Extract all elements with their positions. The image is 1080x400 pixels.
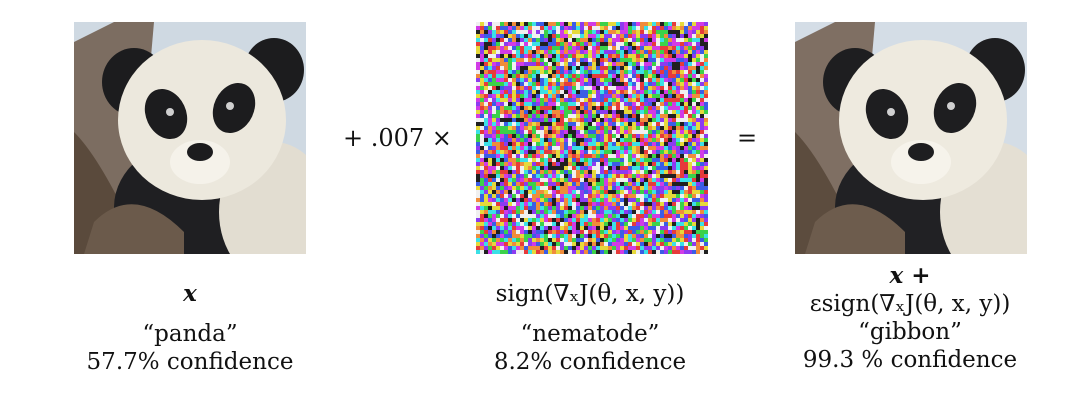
noise-perturbation-image (476, 22, 708, 254)
panda-illustration (74, 22, 306, 254)
perturbation-caption: sign(∇ₓJ(θ, x, y)) “nematode” 8.2% confi… (450, 280, 730, 376)
noise-pattern (476, 22, 708, 254)
adversarial-formula-line2: εsign(∇ₓJ(θ, x, y)) (809, 291, 1011, 317)
adversarial-confidence: 99.3 % confidence (802, 347, 1018, 373)
original-label: “panda” (142, 321, 238, 347)
adversarial-panda-illustration (795, 22, 1027, 254)
perturbation-label: “nematode” (520, 321, 660, 347)
panda-image (74, 22, 306, 254)
adversarial-caption: x + εsign(∇ₓJ(θ, x, y)) “gibbon” 99.3 % … (770, 262, 1050, 374)
original-confidence: 57.7% confidence (86, 349, 294, 375)
equals-operator: = (737, 124, 758, 152)
adversarial-label: “gibbon” (858, 319, 962, 345)
original-formula: x (183, 280, 197, 307)
perturbation-confidence: 8.2% confidence (493, 349, 687, 375)
adversarial-panda-image (795, 22, 1027, 254)
original-caption: x “panda” 57.7% confidence (50, 280, 330, 376)
perturbation-formula: sign(∇ₓJ(θ, x, y)) (495, 281, 685, 307)
multiply-operator: + .007 × (343, 124, 452, 152)
adversarial-formula-line1: x + (889, 262, 931, 289)
